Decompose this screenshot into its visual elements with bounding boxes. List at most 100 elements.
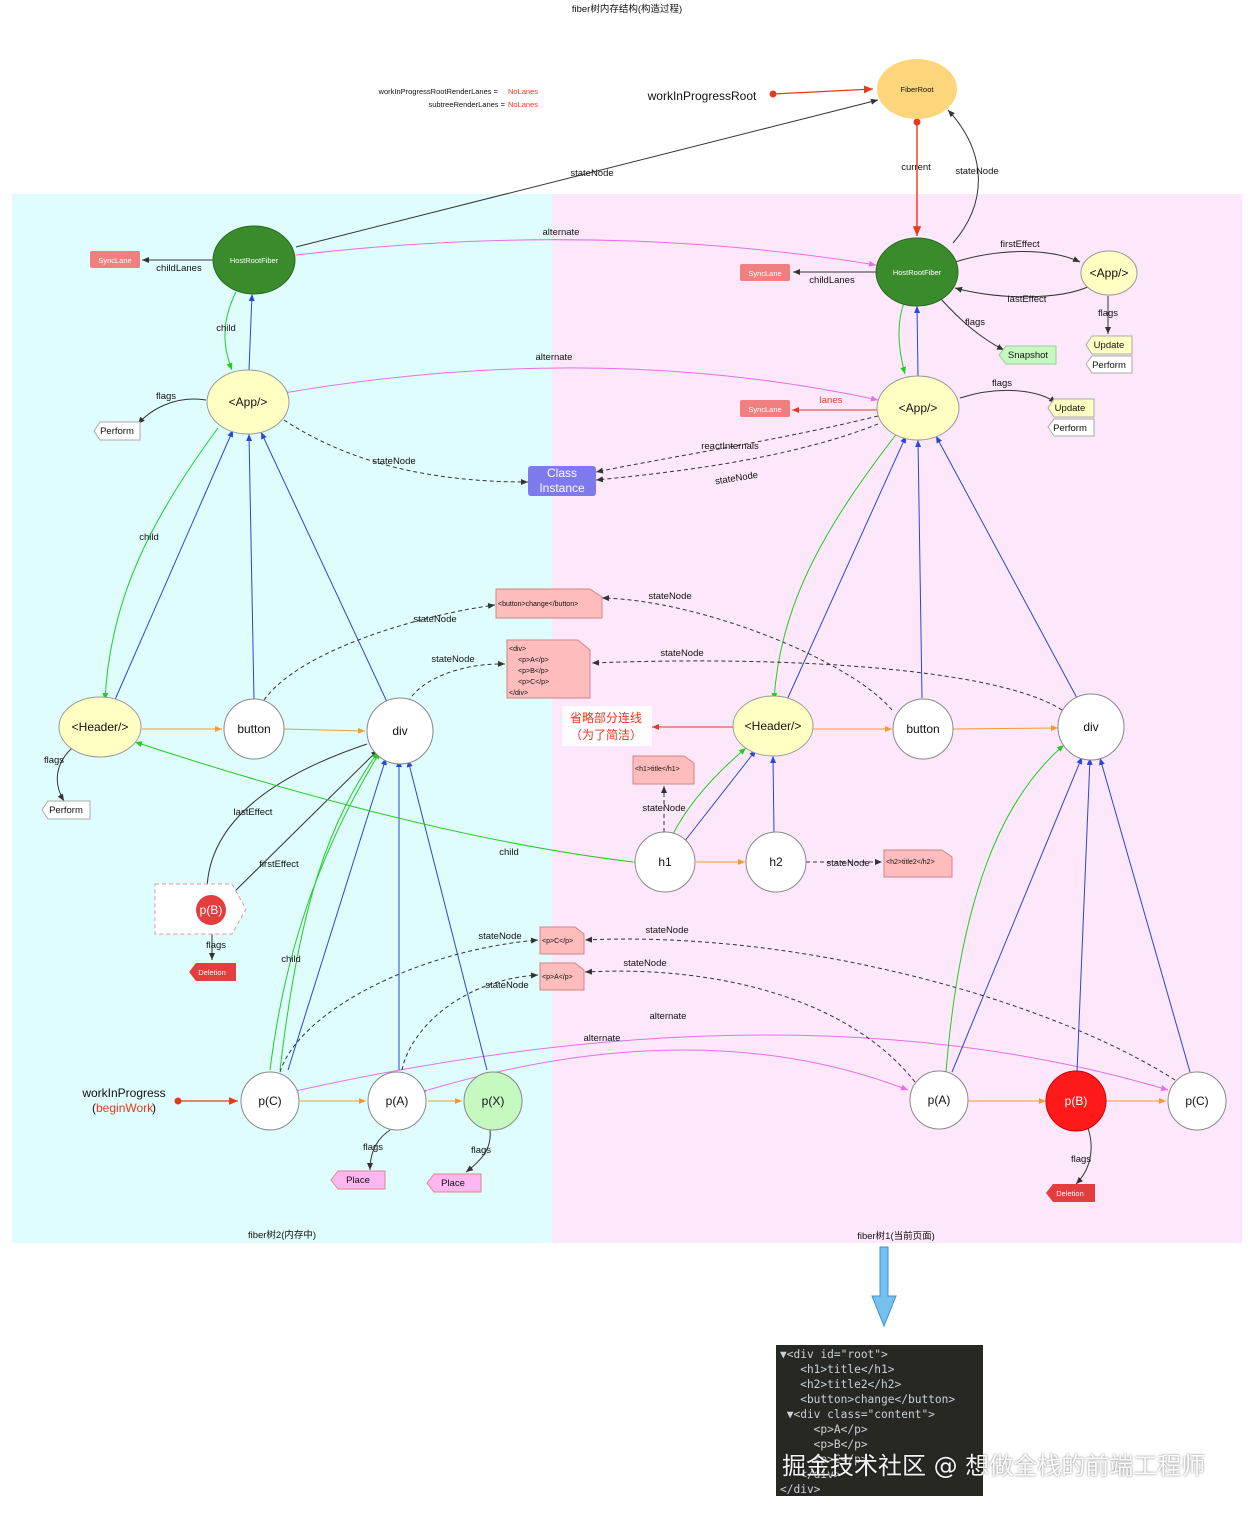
label-firsteffect: firstEffect	[1000, 239, 1040, 250]
app-small-label: <App/>	[1090, 266, 1129, 280]
label-flags: flags	[206, 940, 226, 951]
host-root-fiber-label: HostRootFiber	[230, 256, 279, 265]
label-lanes: lanes	[820, 395, 843, 406]
app-label: <App/>	[899, 401, 938, 415]
omit-note-line2: （为了简洁）	[570, 728, 642, 742]
pc-label: p(C)	[1185, 1094, 1208, 1108]
wip-root-label: workInProgressRoot	[647, 89, 757, 103]
place-tag	[330, 1170, 386, 1190]
label-statenode: stateNode	[642, 803, 685, 814]
dom-h2-note	[883, 849, 953, 878]
memory-tree-caption: fiber树2(内存中)	[248, 1229, 316, 1241]
perform-label: Perform	[49, 805, 83, 816]
code-line: </div>	[780, 1468, 841, 1481]
label-flags: flags	[44, 755, 64, 766]
wip-label: workInProgress	[81, 1086, 165, 1100]
label-flags: flags	[1098, 308, 1118, 319]
place-tag	[426, 1173, 482, 1193]
label-flags: flags	[1071, 1154, 1091, 1165]
label-statenode: stateNode	[955, 166, 998, 177]
button-node	[892, 698, 954, 760]
deletion-tag	[189, 963, 236, 981]
pc-label: p(C)	[258, 1094, 281, 1108]
label-current: current	[901, 162, 931, 173]
div-node	[366, 697, 434, 765]
place-label: Place	[441, 1178, 465, 1189]
dom-button-note	[495, 588, 603, 619]
app-label: <App/>	[229, 395, 268, 409]
fiberroot-statenode-right	[947, 109, 979, 244]
label-childlanes: childLanes	[156, 263, 202, 274]
label-statenode: stateNode	[485, 980, 528, 991]
dom-pc-note	[539, 926, 585, 955]
class-instance-line2: Instance	[539, 481, 585, 495]
button-label: button	[237, 722, 270, 736]
synclane-label: SyncLane	[98, 256, 131, 265]
wip-paren-open: (	[92, 1101, 96, 1115]
watermark: 掘金技术社区 @ 想做全栈的前端工程师	[782, 1452, 1206, 1480]
label-statenode: stateNode	[431, 654, 474, 665]
label-flags: flags	[471, 1145, 491, 1156]
code-line: <p>C</p>	[780, 1453, 868, 1466]
header-node	[732, 695, 814, 757]
alternate-pa	[420, 1049, 909, 1095]
class-instance-line1: Class	[547, 466, 577, 480]
label-statenode: stateNode	[413, 614, 456, 625]
place-label: Place	[346, 1175, 370, 1186]
update-label: Update	[1055, 403, 1086, 414]
label-flags: flags	[965, 317, 985, 328]
alternate-pc	[292, 1034, 1169, 1095]
dom-h2-text: <h2>title2</h2>	[886, 859, 935, 866]
label-statenode: stateNode	[372, 456, 415, 467]
dom-div-line: </div>	[509, 690, 528, 697]
label-childlanes: childLanes	[809, 275, 855, 286]
app-node	[876, 375, 960, 441]
dom-pa-note	[539, 962, 585, 991]
code-line: <button>change</button>	[780, 1393, 956, 1406]
label-alternate: alternate	[543, 227, 580, 238]
perform-label: Perform	[1092, 360, 1126, 371]
code-line: <p>A</p>	[780, 1423, 868, 1436]
perform-tag	[93, 421, 141, 441]
label-child: child	[281, 954, 301, 965]
code-line: </div>	[780, 1483, 821, 1496]
synclane-badge	[90, 251, 140, 268]
label-alternate: alternate	[584, 1033, 621, 1044]
subtree-lanes-label: subtreeRenderLanes =	[428, 100, 505, 109]
wip-lanes-value: NoLanes	[508, 87, 538, 96]
app-node	[206, 369, 290, 435]
omit-note-box	[562, 706, 652, 746]
div-label: div	[1083, 720, 1098, 734]
label-child: child	[499, 847, 519, 858]
fiberroot-statenode-left	[295, 98, 879, 248]
div-node	[1057, 693, 1125, 761]
pc-node	[1167, 1071, 1227, 1131]
label-child: child	[216, 323, 236, 334]
code-line: <h2>title2</h2>	[780, 1378, 902, 1391]
header-label: <Header/>	[745, 719, 802, 733]
dom-pc-text: <p>C</p>	[542, 938, 573, 945]
label-lasteffect: lastEffect	[1008, 294, 1047, 305]
label-flags: flags	[363, 1142, 383, 1153]
host-root-fiber-node	[212, 225, 296, 295]
dom-div-line: <p>C</p>	[518, 679, 549, 686]
label-flags: flags	[156, 391, 176, 402]
perform-tag	[41, 800, 91, 820]
label-alternate: alternate	[536, 352, 573, 363]
update-tag	[1047, 398, 1095, 418]
header-node	[58, 696, 142, 758]
label-statenode: stateNode	[660, 648, 703, 659]
code-line: ▼<div class="content">	[780, 1408, 935, 1421]
wip-paren-close: )	[152, 1101, 156, 1115]
dom-pa-text: <p>A</p>	[542, 974, 573, 981]
alternate-host	[288, 239, 877, 267]
label-flags: flags	[992, 378, 1012, 389]
h2-node	[745, 831, 807, 893]
pa-node	[367, 1071, 427, 1131]
code-line: <h1>title</h1>	[780, 1363, 895, 1376]
label-firsteffect: firstEffect	[259, 859, 299, 870]
px-label: p(X)	[482, 1094, 505, 1108]
omit-note-line1: 省略部分连线	[570, 710, 642, 725]
fiber-root-node	[877, 59, 957, 119]
